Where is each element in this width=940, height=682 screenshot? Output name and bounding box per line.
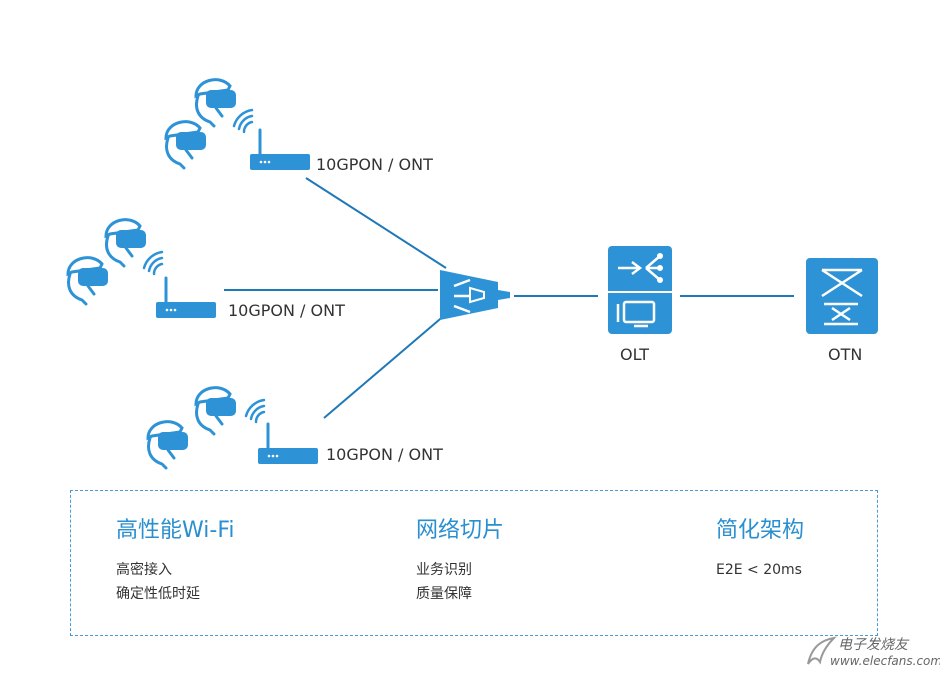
feature-item: 高密接入 <box>116 562 172 578</box>
feature-title-architecture: 简化架构 <box>716 518 805 543</box>
feature-item: 业务识别 <box>416 562 472 578</box>
watermark-logo: 电子发烧友 www.elecfans.com <box>800 632 940 678</box>
vr-user-icon <box>104 218 148 268</box>
vr-user-icon <box>146 420 190 470</box>
wifi-icon <box>244 398 266 424</box>
wifi-icon <box>232 108 254 134</box>
vr-user-icon <box>66 256 110 306</box>
feature-item: 质量保障 <box>416 586 472 602</box>
link-ont1-splitter <box>305 177 447 269</box>
olt-icon <box>608 246 672 334</box>
splitter-icon <box>440 270 510 320</box>
watermark-url: www.elecfans.com <box>830 654 940 668</box>
feature-item: E2E < 20ms <box>716 562 802 578</box>
ont-label-2: 10GPON / ONT <box>228 301 345 320</box>
vr-user-icon <box>194 386 238 436</box>
feature-title-slicing: 网络切片 <box>416 518 505 543</box>
feature-title-wifi: 高性能Wi-Fi <box>116 518 235 543</box>
watermark-cn: 电子发烧友 <box>838 637 908 653</box>
feature-item: 确定性低时延 <box>116 586 200 602</box>
ont-device-icon <box>256 422 320 466</box>
otn-label: OTN <box>828 345 863 364</box>
otn-icon <box>806 258 878 334</box>
vr-user-icon <box>194 78 238 128</box>
ont-device-icon <box>248 128 312 172</box>
olt-label: OLT <box>620 345 650 364</box>
ont-label-1: 10GPON / ONT <box>316 155 433 174</box>
wifi-icon <box>142 250 164 276</box>
features-panel <box>70 490 878 636</box>
link-ont3-splitter <box>323 313 447 419</box>
watermark-icon <box>807 636 837 665</box>
ont-device-icon <box>154 276 218 320</box>
ont-label-3: 10GPON / ONT <box>326 445 443 464</box>
vr-user-icon <box>164 120 208 170</box>
